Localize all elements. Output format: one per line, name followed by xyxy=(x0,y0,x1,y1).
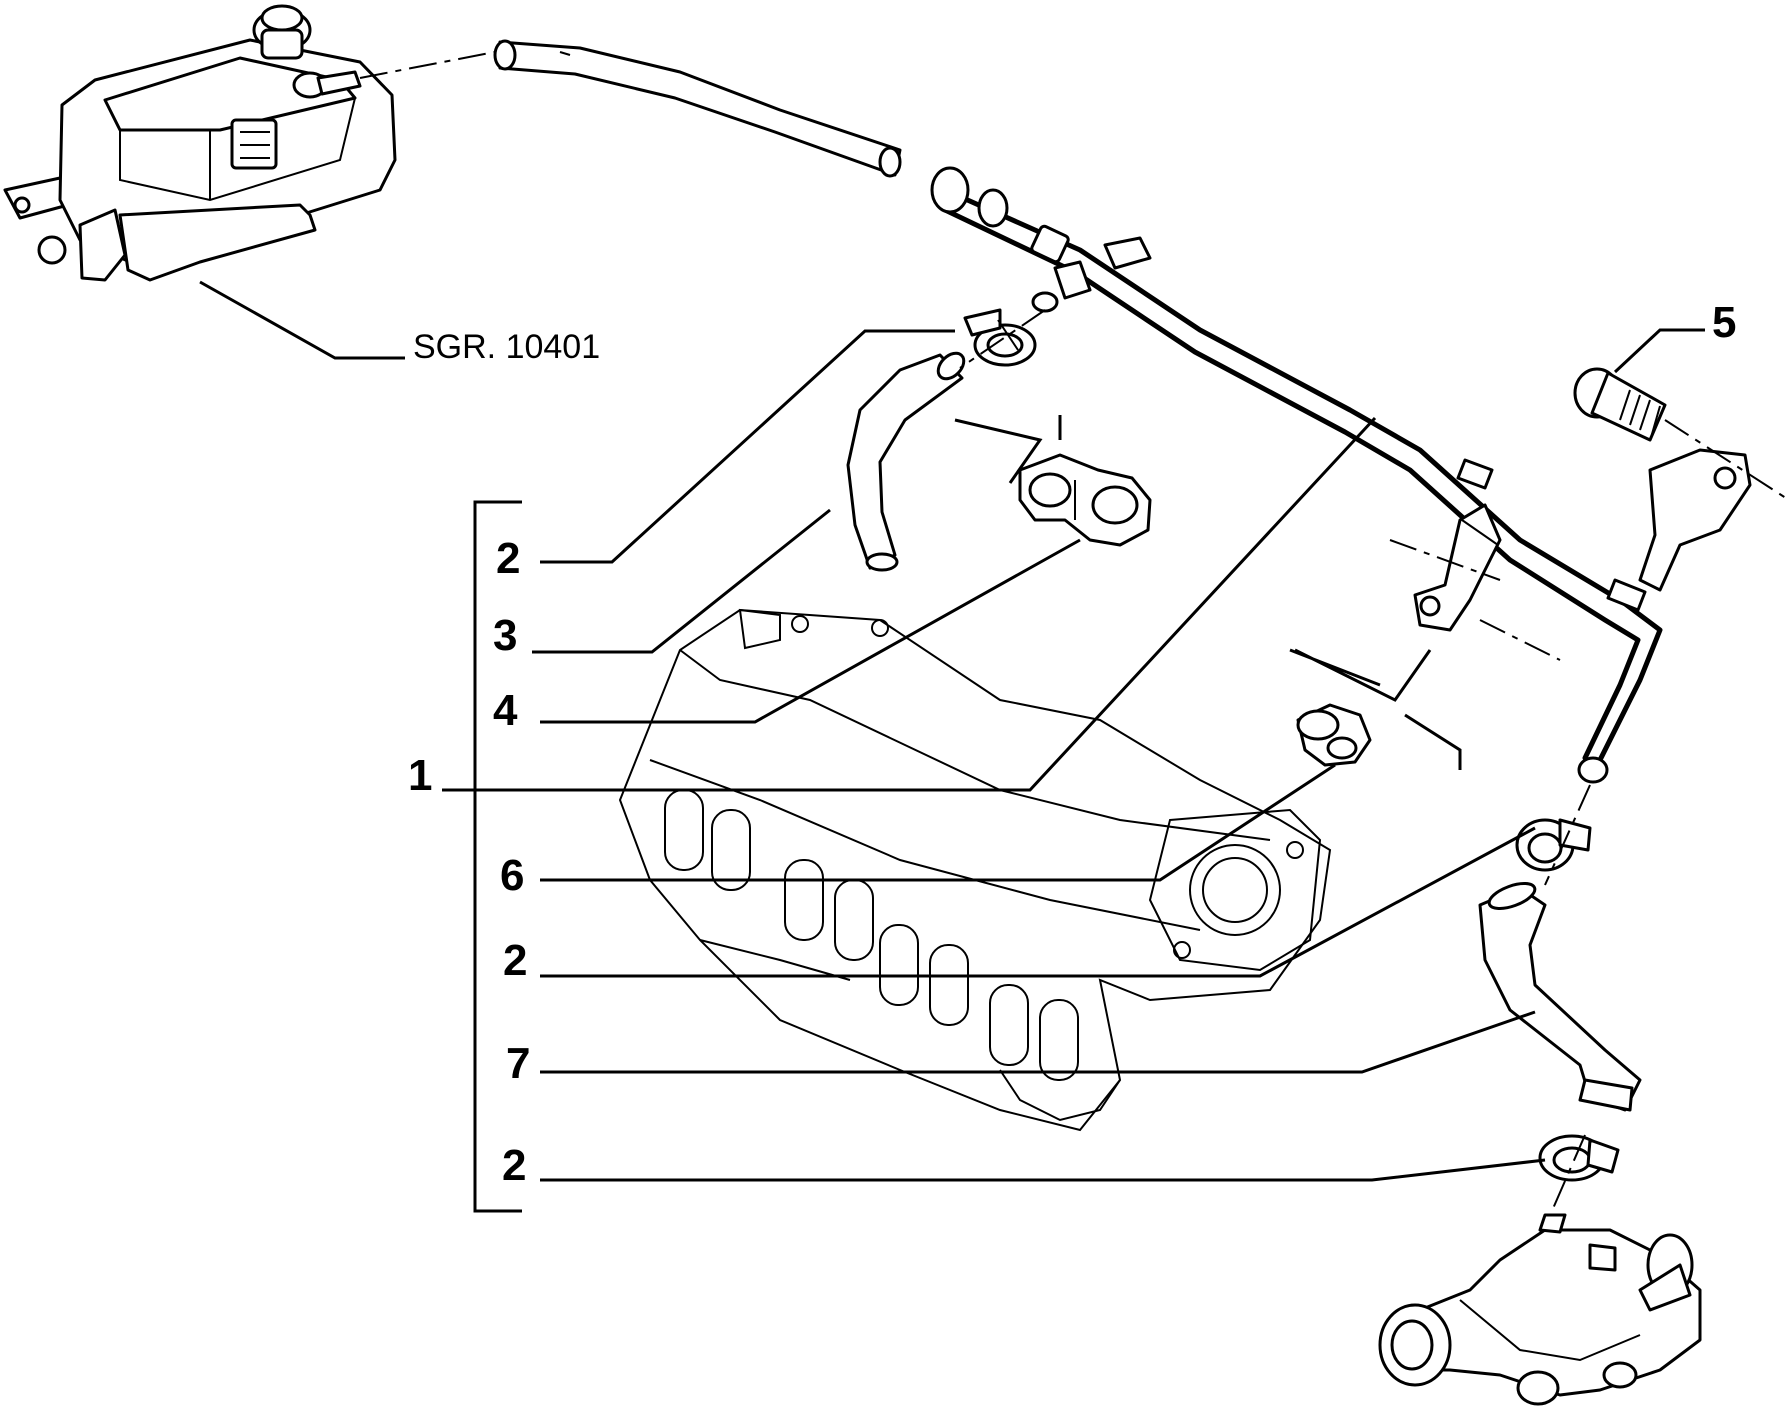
clamp-centerline-top xyxy=(959,309,1046,369)
thermostat-housing-illustration xyxy=(1378,1213,1702,1406)
pipe-centerline-middle xyxy=(1389,539,1561,661)
clamp-centerline-middle xyxy=(1544,784,1591,886)
intake-manifold-illustration xyxy=(618,608,1332,1132)
hose-clamp-bottom-illustration xyxy=(1538,1134,1620,1182)
callout-7: 7 xyxy=(506,1039,530,1088)
clip-orientation-marker-2 xyxy=(1289,648,1462,770)
callout-1: 1 xyxy=(408,751,432,800)
metal-pipe-illustration xyxy=(930,166,1752,784)
upper-hose-illustration xyxy=(493,39,902,178)
callout-2-bottom: 2 xyxy=(502,1141,526,1190)
callout-6: 6 xyxy=(500,851,524,900)
callout-3: 3 xyxy=(493,611,517,660)
bolt-illustration xyxy=(1573,367,1789,501)
callout-5: 5 xyxy=(1712,298,1736,347)
hose-clamp-top-illustration xyxy=(963,308,1037,367)
clip-orientation-marker xyxy=(954,415,1062,484)
curved-hose-right-illustration xyxy=(1478,882,1642,1112)
leader-lines xyxy=(442,328,1705,1182)
callout-2-top: 2 xyxy=(496,534,520,583)
expansion-tank-illustration xyxy=(3,4,405,360)
pipe-clip-illustration xyxy=(1018,453,1152,547)
hose-clamp-middle-illustration xyxy=(1515,818,1592,872)
callout-4: 4 xyxy=(493,686,518,735)
tank-connection-centerline xyxy=(359,51,496,79)
small-clip-illustration xyxy=(1296,703,1372,767)
group-bracket xyxy=(473,500,522,1213)
sgr-reference-label: SGR. 10401 xyxy=(413,328,600,366)
curved-hose-left-illustration xyxy=(846,351,966,572)
callout-2-middle: 2 xyxy=(503,936,527,985)
